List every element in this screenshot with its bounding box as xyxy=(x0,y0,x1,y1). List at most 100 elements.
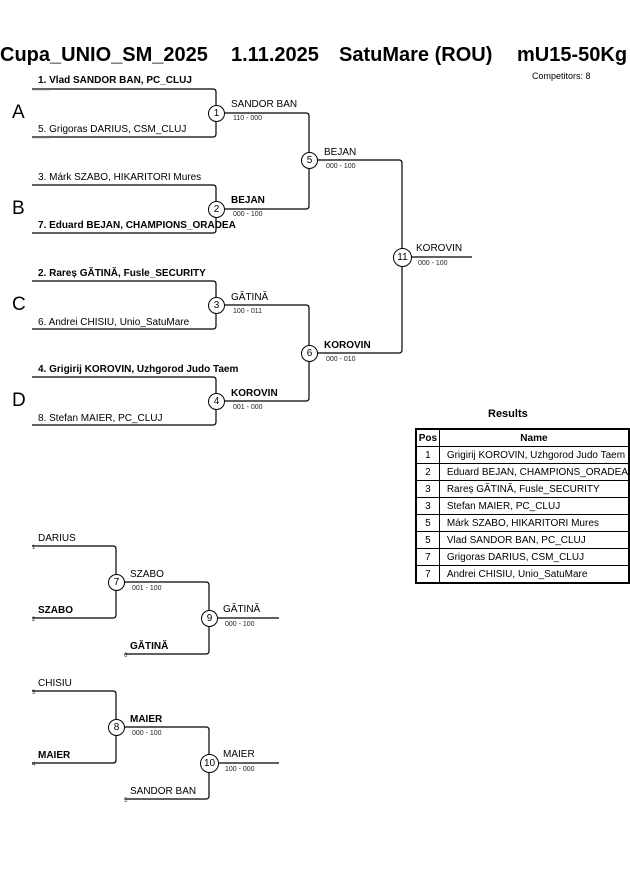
match-2-score: 000 - 100 xyxy=(233,211,263,218)
repechage-7-bottom-seed: 2 xyxy=(32,617,36,623)
repechage-7-top-seed: 1 xyxy=(32,545,36,551)
match-10-score: 100 - 000 xyxy=(225,766,255,773)
match-7-winner: SZABO xyxy=(130,569,164,580)
match-11-score: 000 - 100 xyxy=(418,260,448,267)
line-a-bottom xyxy=(32,113,217,138)
line-r8-out xyxy=(116,726,210,763)
weight-category: mU15-50Kg xyxy=(517,44,628,66)
result-pos: 3 xyxy=(415,480,440,498)
line-r7-out xyxy=(116,581,210,618)
line-r9-bottom xyxy=(125,618,210,655)
line-m2-out xyxy=(216,160,310,210)
match-number-3: 3 xyxy=(208,297,225,314)
match-number-5: 5 xyxy=(301,152,318,169)
match-5-score: 000 - 100 xyxy=(326,163,356,170)
line-r8-top xyxy=(32,690,117,727)
match-3-score: 100 - 011 xyxy=(233,308,263,315)
results-title: Results xyxy=(488,408,528,420)
pool-letter-d: D xyxy=(12,390,26,411)
competitor-a-top: 1. Vlad SANDOR BAN, PC_CLUJ xyxy=(38,75,192,86)
line-d-top xyxy=(32,376,217,401)
match-10-winner: MAIER xyxy=(223,749,255,760)
line-b-bottom xyxy=(32,209,217,234)
match-8-score: 000 - 100 xyxy=(132,730,162,737)
match-number-8: 8 xyxy=(108,719,125,736)
line-d-bottom xyxy=(32,401,217,426)
result-name: Grigirij KOROVIN, Uzhgorod Judo Taem xyxy=(438,446,630,464)
competitor-c-top: 2. Rareș GĂTINĂ, Fusle_SECURITY xyxy=(38,268,206,279)
line-m4-out xyxy=(216,353,310,402)
competitor-c-bottom: 6. Andrei CHISIU, Unio_SatuMare xyxy=(38,317,190,328)
pool-letter-a: A xyxy=(12,102,25,123)
result-pos: 2 xyxy=(415,463,440,481)
match-number-9: 9 xyxy=(201,610,218,627)
line-m3-out xyxy=(216,304,310,353)
match-number-6: 6 xyxy=(301,345,318,362)
line-b-top xyxy=(32,184,217,209)
match-4-winner: KOROVIN xyxy=(231,388,278,399)
line-r10-bottom xyxy=(125,763,210,800)
match-9-score: 000 - 100 xyxy=(225,621,255,628)
match-number-11: 11 xyxy=(393,248,412,267)
result-pos: 7 xyxy=(415,548,440,566)
match-8-winner: MAIER xyxy=(130,714,163,725)
repechage-9-bottom-seed: 6 xyxy=(124,653,128,659)
event-name: Cupa_UNIO_SM_2025 xyxy=(0,44,208,66)
result-name: Márk SZABO, HIKARITORI Mures xyxy=(438,514,630,532)
line-c-top xyxy=(32,280,217,305)
repechage-7-bottom: SZABO xyxy=(38,605,73,616)
repechage-8-bottom-seed: 4 xyxy=(32,762,36,768)
col-name: Name xyxy=(438,428,630,447)
match-1-winner: SANDOR BAN xyxy=(231,99,298,110)
competitor-b-bottom: 7. Eduard BEJAN, CHAMPIONS_ORADEA xyxy=(38,220,236,231)
result-pos: 1 xyxy=(415,446,440,464)
competitor-d-top: 4. Grigirij KOROVIN, Uzhgorod Judo Taem xyxy=(38,364,239,375)
line-m6-out xyxy=(309,257,403,354)
match-6-winner: KOROVIN xyxy=(324,340,371,351)
line-r8-bottom xyxy=(32,727,117,764)
match-number-2: 2 xyxy=(208,201,225,218)
pool-letter-c: C xyxy=(12,294,26,315)
match-9-winner: GĂTINĂ xyxy=(223,604,261,615)
result-name: Stefan MAIER, PC_CLUJ xyxy=(438,497,630,515)
result-name: Rareș GĂTINĂ, Fusle_SECURITY xyxy=(438,480,630,498)
line-r7-top xyxy=(32,545,117,582)
event-date: 1.11.2025 xyxy=(231,44,319,66)
repechage-8-top-seed: 3 xyxy=(32,690,36,696)
repechage-10-bottom-seed: 5 xyxy=(124,798,128,804)
result-name: Vlad SANDOR BAN, PC_CLUJ xyxy=(438,531,630,549)
line-m1-out xyxy=(216,112,310,160)
match-11-winner: KOROVIN xyxy=(416,243,463,254)
match-4-score: 001 - 000 xyxy=(233,404,263,411)
result-pos: 5 xyxy=(415,514,440,532)
competitor-b-top: 3. Márk SZABO, HIKARITORI Mures xyxy=(38,172,202,183)
repechage-10-bottom: SANDOR BAN xyxy=(130,786,197,797)
results-header-row: Pos Name xyxy=(415,428,630,447)
line-a-top xyxy=(32,88,217,113)
match-number-4: 4 xyxy=(208,393,225,410)
repechage-9-bottom: GĂTINĂ xyxy=(130,641,169,652)
pool-letter-b: B xyxy=(12,198,25,219)
competitor-a-bottom: 5. Grigoras DARIUS, CSM_CLUJ xyxy=(38,124,187,135)
line-c-bottom xyxy=(32,305,217,330)
match-5-winner: BEJAN xyxy=(324,147,357,158)
repechage-8-top: CHISIU xyxy=(38,678,72,689)
result-name: Grigoras DARIUS, CSM_CLUJ xyxy=(438,548,630,566)
result-pos: 5 xyxy=(415,531,440,549)
match-number-7: 7 xyxy=(108,574,125,591)
col-pos: Pos xyxy=(415,428,440,447)
result-pos: 3 xyxy=(415,497,440,515)
competitors-count: Competitors: 8 xyxy=(532,71,591,81)
line-r7-bottom xyxy=(32,582,117,619)
event-location: SatuMare (ROU) xyxy=(339,44,493,66)
match-number-1: 1 xyxy=(208,105,225,122)
